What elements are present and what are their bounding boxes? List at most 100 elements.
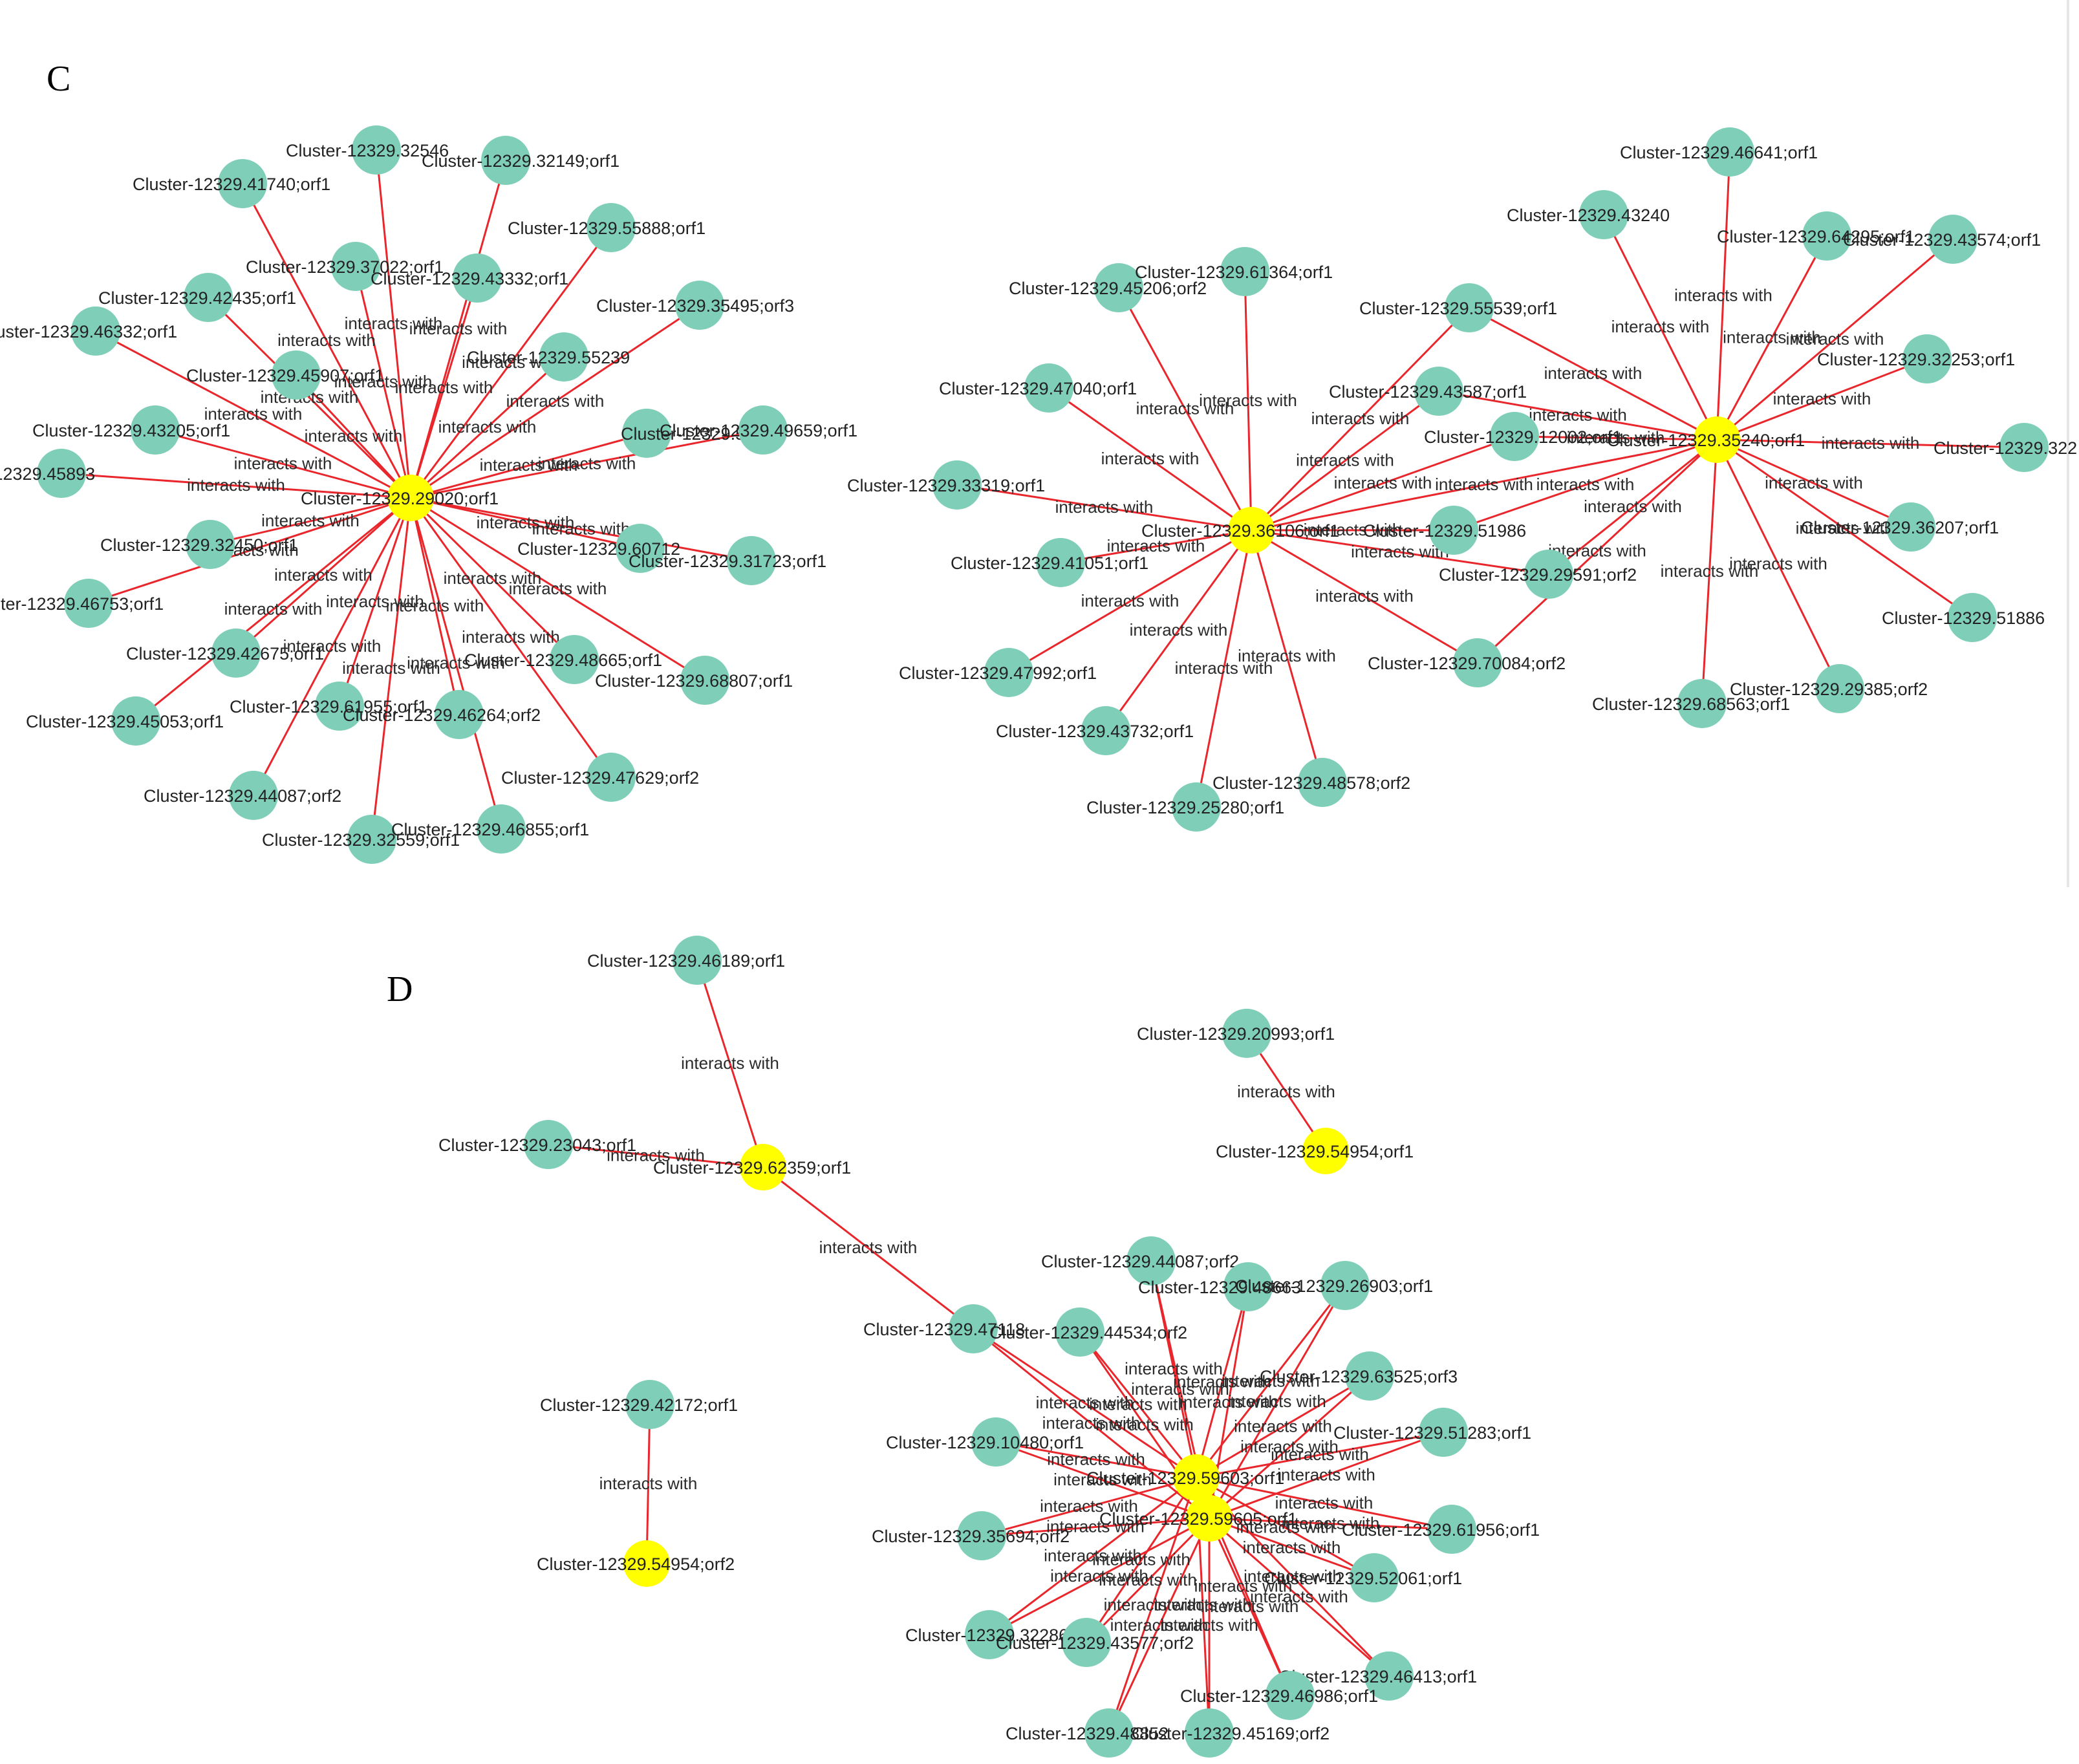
node-circle[interactable]	[587, 203, 636, 252]
node-circle[interactable]	[1062, 1618, 1111, 1667]
node-circle[interactable]	[1350, 1553, 1399, 1602]
node-circle[interactable]	[1126, 1236, 1176, 1285]
node-circle[interactable]	[1036, 538, 1085, 587]
node-d4a[interactable]: Cluster-12329.47118	[863, 1304, 1025, 1353]
node-circle[interactable]	[1815, 664, 1864, 713]
node-circle[interactable]	[965, 1610, 1014, 1659]
node-c2j[interactable]: Cluster-12329.29591;orf2	[1439, 550, 1637, 599]
node-c1k[interactable]: Cluster-12329.45907;orf1	[186, 350, 384, 400]
node-circle[interactable]	[1490, 412, 1539, 461]
node-circle[interactable]	[1320, 1261, 1370, 1310]
node-d4n[interactable]: Cluster-12329.46413;orf1	[1279, 1651, 1477, 1701]
node-c1l[interactable]: Cluster-12329.43205;orf1	[32, 405, 230, 455]
node-c2n[interactable]: Cluster-12329.48578;orf2	[1212, 758, 1410, 807]
node-c1o[interactable]: Cluster-12329.45893	[0, 449, 95, 498]
node-c1s[interactable]: Cluster-12329.46753;orf1	[0, 579, 164, 628]
node-circle[interactable]	[1414, 367, 1463, 416]
hub-node-d3[interactable]: Cluster-12329.54954;orf2	[537, 1540, 735, 1587]
node-c1y[interactable]: Cluster-12329.46264;orf2	[343, 690, 541, 739]
node-c1b[interactable]: Cluster-12329.32149;orf1	[422, 136, 619, 185]
node-c2h[interactable]: Cluster-12329.51986	[1363, 506, 1526, 555]
node-c2k[interactable]: Cluster-12329.47992;orf1	[899, 648, 1097, 697]
node-circle[interactable]	[1886, 502, 1935, 552]
hub-node-c3[interactable]: Cluster-12329.35240;orf1	[1607, 416, 1805, 463]
node-circle[interactable]	[315, 682, 364, 731]
node-circle[interactable]	[949, 1304, 998, 1353]
node-circle[interactable]	[481, 136, 530, 185]
node-d4j[interactable]: Cluster-12329.35694;orf2	[872, 1511, 1070, 1560]
node-circle[interactable]	[1081, 706, 1130, 755]
node-circle[interactable]	[1024, 363, 1073, 413]
node-circle[interactable]	[352, 125, 401, 175]
hub-node-circle[interactable]	[1302, 1128, 1349, 1174]
node-c1aa[interactable]: Cluster-12329.44087;orf2	[144, 771, 341, 820]
node-circle[interactable]	[1705, 127, 1754, 177]
node-circle[interactable]	[1419, 1408, 1468, 1457]
node-circle[interactable]	[1445, 283, 1494, 332]
node-c2b[interactable]: Cluster-12329.61364;orf1	[1135, 247, 1333, 296]
node-d4o[interactable]: Cluster-12329.46986;orf1	[1180, 1671, 1378, 1720]
node-circle[interactable]	[1429, 506, 1478, 555]
node-circle[interactable]	[477, 804, 526, 854]
node-circle[interactable]	[64, 579, 113, 628]
node-circle[interactable]	[622, 409, 671, 458]
hub-node-circle[interactable]	[740, 1144, 786, 1190]
node-c1ac[interactable]: Cluster-12329.46855;orf1	[391, 804, 589, 854]
node-circle[interactable]	[957, 1511, 1006, 1560]
node-c1g[interactable]: Cluster-12329.42435;orf1	[98, 273, 296, 322]
hub-node-d4[interactable]: Cluster-12329.59603;orf1	[1086, 1454, 1284, 1501]
node-circle[interactable]	[1427, 1505, 1476, 1554]
node-circle[interactable]	[1172, 782, 1221, 832]
node-d4h[interactable]: Cluster-12329.10480;orf1	[886, 1417, 1084, 1467]
node-circle[interactable]	[229, 771, 278, 820]
node-circle[interactable]	[1677, 679, 1727, 728]
hub-node-circle[interactable]	[1186, 1495, 1233, 1542]
node-c1d[interactable]: Cluster-12329.55888;orf1	[508, 203, 706, 252]
node-c2c[interactable]: Cluster-12329.55539;orf1	[1359, 283, 1557, 332]
node-d4m[interactable]: Cluster-12329.43577;orf2	[996, 1618, 1194, 1667]
node-c2a[interactable]: Cluster-12329.45206;orf2	[1009, 263, 1207, 312]
node-c1u[interactable]: Cluster-12329.48665;orf1	[464, 635, 662, 684]
node-circle[interactable]	[616, 524, 665, 573]
node-c2i[interactable]: Cluster-12329.41051;orf1	[951, 538, 1148, 587]
node-circle[interactable]	[211, 629, 261, 678]
node-circle[interactable]	[453, 253, 502, 303]
node-d2a[interactable]: Cluster-12329.20993;orf1	[1137, 1009, 1335, 1058]
node-d4i[interactable]: Cluster-12329.61956;orf1	[1342, 1505, 1540, 1554]
node-c1f[interactable]: Cluster-12329.43332;orf1	[371, 253, 568, 303]
node-d3a[interactable]: Cluster-12329.42172;orf1	[540, 1380, 738, 1429]
node-c1ab[interactable]: Cluster-12329.32559;orf1	[262, 815, 460, 864]
node-c2g[interactable]: Cluster-12329.33319;orf1	[847, 460, 1045, 510]
node-c1c[interactable]: Cluster-12329.41740;orf1	[133, 159, 330, 208]
node-d4c[interactable]: Cluster-12329.44534;orf2	[989, 1307, 1187, 1357]
node-circle[interactable]	[186, 520, 235, 569]
node-c2l[interactable]: Cluster-12329.70084;orf2	[1368, 638, 1566, 687]
node-circle[interactable]	[1902, 334, 1952, 383]
node-c3g[interactable]: Cluster-12329.36207;orf1	[1801, 502, 1999, 552]
node-circle[interactable]	[131, 405, 180, 455]
hub-node-d2[interactable]: Cluster-12329.54954;orf1	[1216, 1128, 1414, 1174]
node-circle[interactable]	[984, 648, 1033, 697]
node-c1p[interactable]: Cluster-12329.32450;orf1	[100, 520, 298, 569]
node-circle[interactable]	[1364, 1651, 1414, 1701]
node-c1i[interactable]: Cluster-12329.46332;orf1	[0, 307, 177, 356]
node-d4g[interactable]: Cluster-12329.51283;orf1	[1333, 1408, 1531, 1457]
node-circle[interactable]	[524, 1120, 573, 1169]
node-d4p[interactable]: Cluster-12329.48852	[1006, 1708, 1169, 1758]
node-circle[interactable]	[71, 307, 120, 356]
node-circle[interactable]	[1084, 1708, 1134, 1758]
node-circle[interactable]	[1999, 423, 2049, 472]
node-circle[interactable]	[1345, 1351, 1394, 1401]
node-c3e[interactable]: Cluster-12329.32253;orf1	[1817, 334, 2015, 383]
node-circle[interactable]	[218, 159, 267, 208]
node-d4e[interactable]: Cluster-12329.26903;orf1	[1235, 1261, 1433, 1310]
node-circle[interactable]	[331, 242, 380, 291]
hub-node-circle[interactable]	[1228, 507, 1275, 554]
node-c3f[interactable]: Cluster-12329.322	[1934, 423, 2077, 472]
node-circle[interactable]	[347, 815, 396, 864]
node-circle[interactable]	[1185, 1708, 1234, 1758]
node-c3c[interactable]: Cluster-12329.64295;orf1	[1717, 211, 1915, 261]
node-circle[interactable]	[1223, 1262, 1273, 1311]
node-d4q[interactable]: Cluster-12329.45169;orf2	[1132, 1708, 1330, 1758]
hub-node-c2[interactable]: Cluster-12329.36106;orf1	[1141, 507, 1339, 554]
